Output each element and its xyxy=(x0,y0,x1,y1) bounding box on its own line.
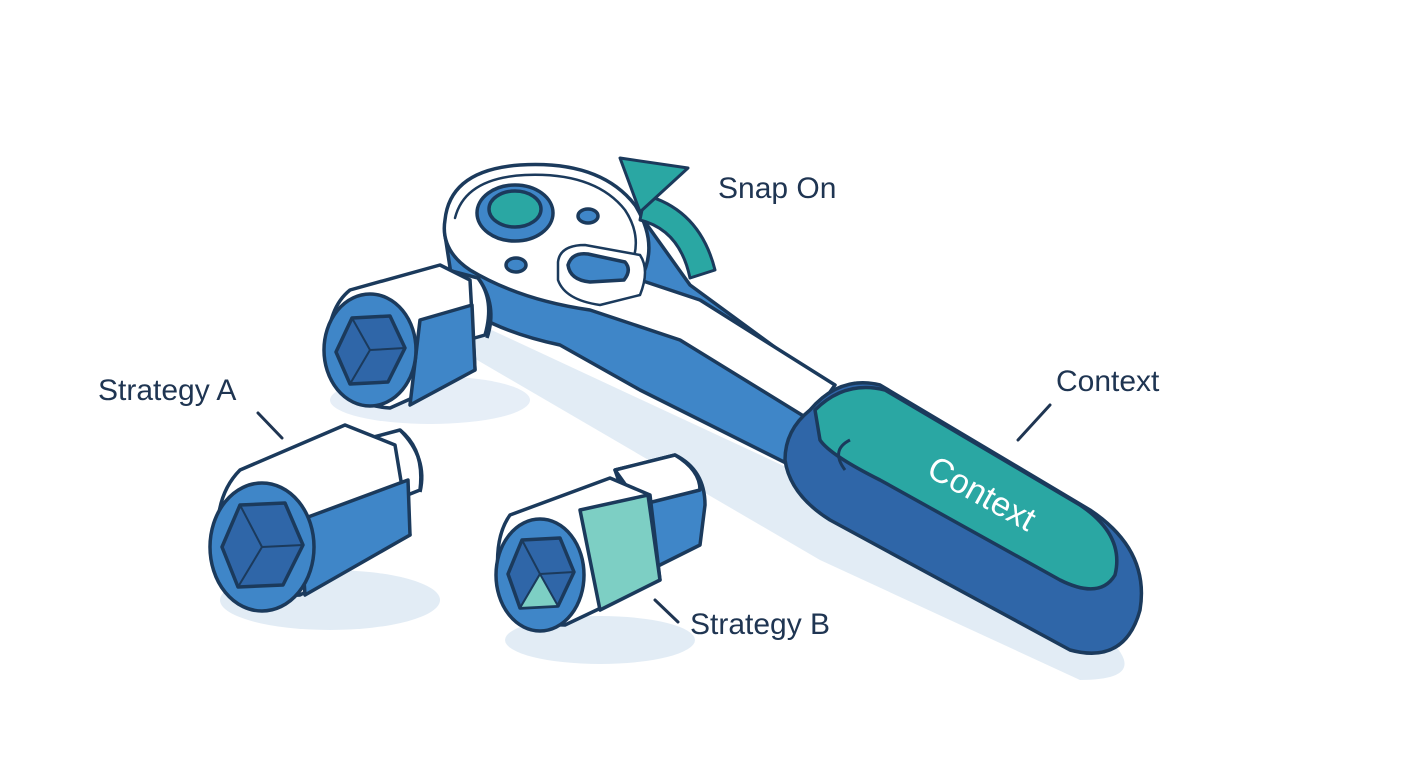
leader-context xyxy=(1016,403,1052,442)
ratchet-wrench-icon xyxy=(442,162,842,472)
leader-strategy-b xyxy=(653,598,680,624)
label-strategy-b: Strategy B xyxy=(690,608,830,641)
label-context: Context xyxy=(1056,365,1160,398)
leader-lines xyxy=(256,403,1052,624)
strategy-b-socket xyxy=(494,453,707,633)
leader-strategy-a xyxy=(256,411,284,440)
rotation-arrow-icon xyxy=(618,156,717,280)
label-snap-on: Snap On xyxy=(718,172,836,205)
label-strategy-a: Strategy A xyxy=(98,374,236,407)
handle-grip-top xyxy=(813,385,1119,591)
socket-icon xyxy=(322,263,493,410)
wrench-handle: Context xyxy=(783,381,1144,655)
strategy-a-socket xyxy=(208,423,424,613)
